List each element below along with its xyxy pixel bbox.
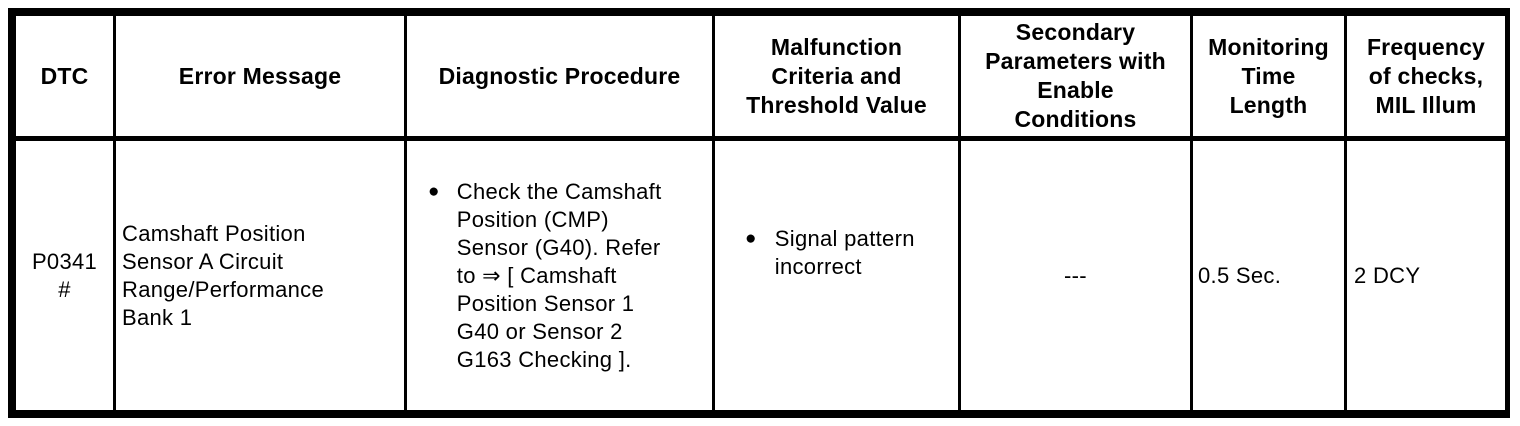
dtc-table: DTC Error Message Diagnostic Procedure M… bbox=[13, 13, 1508, 413]
header-label-dtc: DTC bbox=[40, 62, 89, 89]
table-row: P0341 # Camshaft Position Sensor A Circu… bbox=[13, 137, 1508, 413]
cell-error-message: Camshaft Position Sensor A Circuit Range… bbox=[113, 137, 407, 413]
header-row: DTC Error Message Diagnostic Procedure M… bbox=[13, 13, 1508, 141]
header-label-diagnostic-procedure: Diagnostic Procedure bbox=[438, 62, 681, 89]
header-cell-dtc: DTC bbox=[13, 13, 116, 141]
frequency-text: 2 DCY bbox=[1354, 262, 1421, 288]
diagnostic-bullet-item: ● Check the Camshaft Position (CMP) Sens… bbox=[409, 178, 711, 374]
header-label-error-message: Error Message bbox=[178, 62, 342, 89]
secondary-parameters-text: --- bbox=[1064, 262, 1087, 288]
header-cell-malfunction-criteria: Malfunction Criteria and Threshold Value bbox=[712, 13, 961, 141]
cell-diagnostic-procedure: ● Check the Camshaft Position (CMP) Sens… bbox=[404, 137, 715, 413]
cell-dtc: P0341 # bbox=[13, 137, 116, 413]
bullet-icon: ● bbox=[745, 227, 757, 249]
dtc-diagnostic-table: DTC Error Message Diagnostic Procedure M… bbox=[8, 8, 1510, 418]
header-label-secondary-parameters: Secondary Parameters with Enable Conditi… bbox=[985, 19, 1166, 132]
header-label-frequency: Frequency of checks, MIL Illum bbox=[1366, 33, 1486, 118]
diagnostic-procedure-text: Check the Camshaft Position (CMP) Sensor… bbox=[456, 179, 662, 372]
cell-frequency: 2 DCY bbox=[1344, 137, 1508, 413]
cell-monitoring-time: 0.5 Sec. bbox=[1190, 137, 1347, 413]
malfunction-bullet-item: ● Signal pattern incorrect bbox=[717, 225, 957, 281]
header-label-malfunction-criteria: Malfunction Criteria and Threshold Value bbox=[746, 33, 927, 118]
header-label-monitoring-time: Monitoring Time Length bbox=[1208, 33, 1329, 118]
bullet-icon: ● bbox=[428, 181, 440, 202]
header-cell-error-message: Error Message bbox=[113, 13, 407, 141]
malfunction-criteria-text: Signal pattern incorrect bbox=[774, 225, 915, 279]
header-cell-secondary-parameters: Secondary Parameters with Enable Conditi… bbox=[958, 13, 1193, 141]
header-cell-diagnostic-procedure: Diagnostic Procedure bbox=[404, 13, 715, 141]
header-cell-monitoring-time: Monitoring Time Length bbox=[1190, 13, 1347, 141]
cell-secondary-parameters: --- bbox=[958, 137, 1193, 413]
header-cell-frequency: Frequency of checks, MIL Illum bbox=[1344, 13, 1508, 141]
monitoring-time-text: 0.5 Sec. bbox=[1198, 262, 1282, 288]
dtc-code: P0341 # bbox=[31, 248, 98, 302]
cell-malfunction-criteria: ● Signal pattern incorrect bbox=[712, 137, 961, 413]
error-message-text: Camshaft Position Sensor A Circuit Range… bbox=[122, 220, 324, 330]
